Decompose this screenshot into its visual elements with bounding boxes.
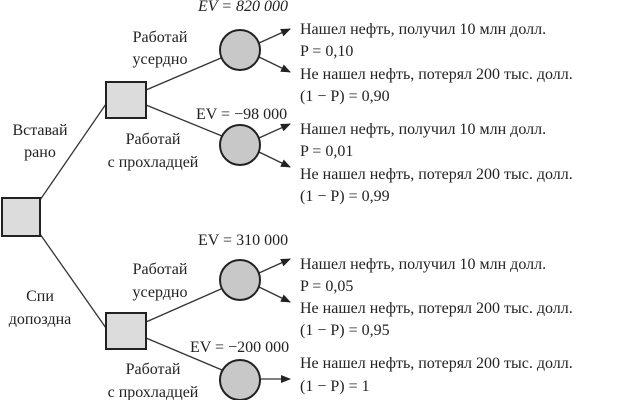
branch-early-hard: [145, 57, 222, 91]
branch-early-easy: [145, 104, 223, 137]
option-label: Работай: [133, 29, 188, 46]
ev-label: EV = 820 000: [197, 0, 288, 15]
outcome-text: Не нашел нефть, потерял 200 тыс. долл.: [300, 355, 573, 372]
probability: P = 0,05: [300, 278, 353, 295]
chance-node: [219, 124, 261, 166]
branch-wake-early: [39, 103, 107, 201]
option-label: Вставай: [12, 122, 68, 139]
option-label: усердно: [133, 51, 188, 68]
outcome-text: Нашел нефть, получил 10 млн долл.: [300, 121, 546, 138]
chance-node: [219, 29, 261, 71]
option-label: с прохладцей: [108, 384, 199, 400]
option-label: Работай: [133, 261, 188, 278]
option-label: допоздна: [9, 311, 72, 328]
arrow-outcome: [258, 123, 291, 139]
ev-label: EV = 310 000: [198, 232, 288, 249]
ev-label: EV = −200 000: [190, 339, 289, 356]
probability: P = 0,10: [300, 43, 353, 60]
option-label: Работай: [126, 131, 181, 148]
outcome-text: Не нашел нефть, потерял 200 тыс. долл.: [300, 166, 573, 183]
outcome-text: Нашел нефть, получил 10 млн долл.: [300, 256, 546, 273]
decision-node-early: [105, 81, 147, 119]
outcome-text: Не нашел нефть, потерял 200 тыс. долл.: [300, 300, 573, 317]
probability: (1 − P) = 0,95: [300, 322, 390, 339]
arrow-outcome: [258, 286, 291, 303]
option-label: усердно: [133, 284, 188, 301]
arrow-outcome: [258, 56, 291, 73]
arrow-outcome: [258, 258, 291, 274]
decision-node-late: [105, 312, 147, 350]
outcome-text: Не нашел нефть, потерял 200 тыс. долл.: [300, 66, 573, 83]
option-label: рано: [24, 144, 56, 161]
option-label: Работай: [126, 361, 181, 378]
option-label: Спи: [26, 288, 54, 305]
arrow-outcome: [258, 151, 291, 168]
probability: (1 − P) = 1: [300, 378, 370, 395]
arrow-outcome: [258, 28, 291, 44]
decision-node-root: [1, 197, 41, 237]
probability: (1 − P) = 0,99: [300, 188, 390, 205]
probability: (1 − P) = 0,90: [300, 88, 390, 105]
ev-label: EV = −98 000: [196, 106, 287, 123]
branch-sleep-late: [39, 233, 107, 329]
chance-node: [219, 259, 261, 301]
branch-late-easy: [145, 337, 223, 371]
option-label: с прохладцей: [108, 154, 199, 171]
chance-node: [219, 359, 261, 400]
outcome-text: Нашел нефть, получил 10 млн долл.: [300, 21, 546, 38]
branch-late-hard: [145, 288, 222, 323]
probability: P = 0,01: [300, 143, 353, 160]
